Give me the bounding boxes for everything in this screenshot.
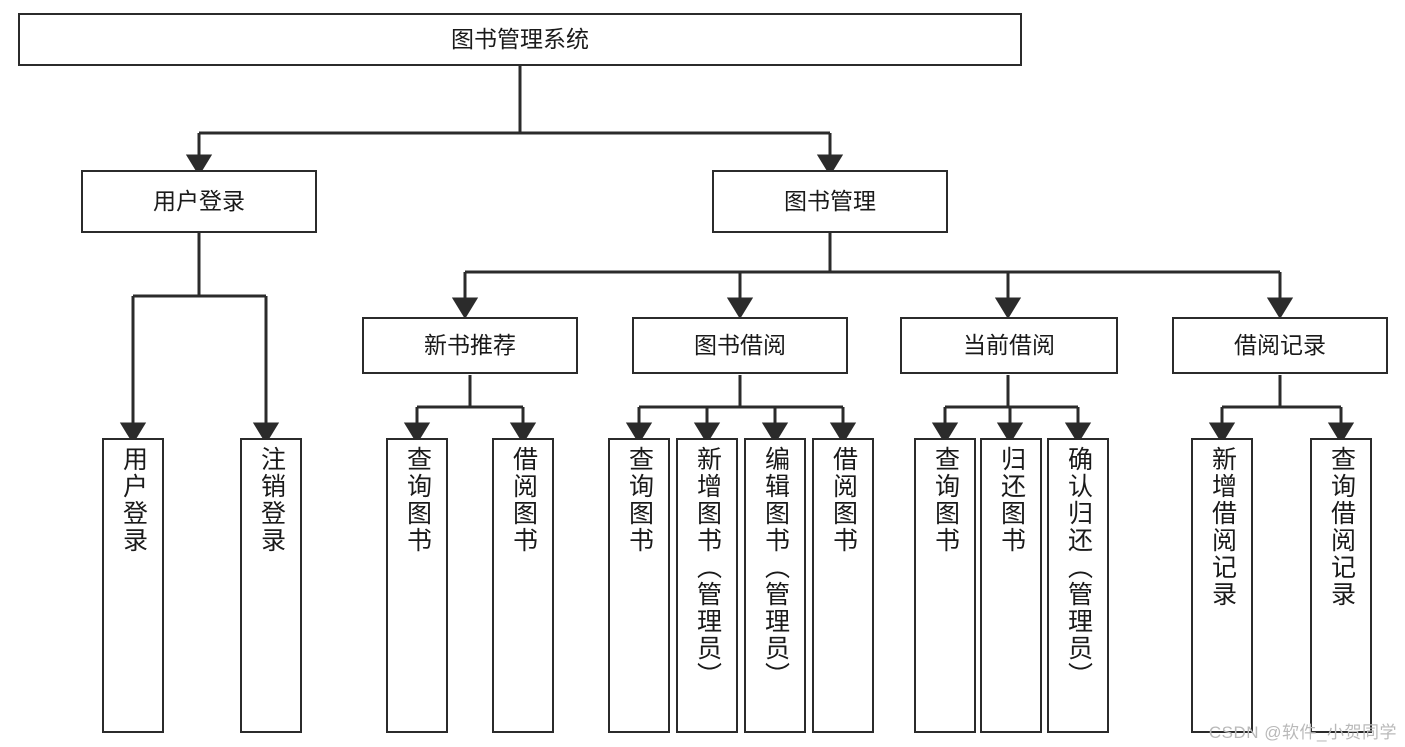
node-borrow-record[interactable]: 借阅记录 bbox=[1172, 317, 1388, 374]
node-user-login-label: 用户登录 bbox=[153, 187, 245, 214]
node-root-system-label: 图书管理系统 bbox=[451, 25, 589, 52]
node-leaf-current-confirm-return-label: 确认归还（管理员） bbox=[1064, 446, 1093, 689]
node-leaf-record-add-record[interactable]: 新增借阅记录 bbox=[1191, 438, 1253, 733]
node-leaf-borrow-borrow-book-label: 借阅图书 bbox=[829, 446, 858, 554]
node-leaf-record-query-record-label: 查询借阅记录 bbox=[1327, 446, 1356, 608]
node-current-borrow[interactable]: 当前借阅 bbox=[900, 317, 1118, 374]
node-leaf-current-confirm-return[interactable]: 确认归还（管理员） bbox=[1047, 438, 1109, 733]
node-book-manage-label: 图书管理 bbox=[784, 187, 876, 214]
node-leaf-borrow-add-book[interactable]: 新增图书（管理员） bbox=[676, 438, 738, 733]
node-leaf-record-add-record-label: 新增借阅记录 bbox=[1208, 446, 1237, 608]
node-leaf-user-login-login[interactable]: 用户登录 bbox=[102, 438, 164, 733]
node-leaf-current-return-book-label: 归还图书 bbox=[997, 446, 1026, 554]
csdn-watermark: CSDN @软件_小贺同学 bbox=[1208, 723, 1397, 742]
node-leaf-user-login-login-label: 用户登录 bbox=[119, 446, 148, 554]
node-leaf-record-query-record[interactable]: 查询借阅记录 bbox=[1310, 438, 1372, 733]
node-leaf-borrow-edit-book[interactable]: 编辑图书（管理员） bbox=[744, 438, 806, 733]
node-leaf-current-query-book-label: 查询图书 bbox=[931, 446, 960, 554]
node-leaf-user-login-logout-label: 注销登录 bbox=[257, 446, 286, 554]
node-new-book-recommend-label: 新书推荐 bbox=[424, 331, 516, 358]
node-current-borrow-label: 当前借阅 bbox=[963, 331, 1055, 358]
node-leaf-borrow-add-book-label: 新增图书（管理员） bbox=[693, 446, 722, 689]
node-leaf-recommend-borrow-book-label: 借阅图书 bbox=[509, 446, 538, 554]
node-leaf-user-login-logout[interactable]: 注销登录 bbox=[240, 438, 302, 733]
node-leaf-recommend-query-book-label: 查询图书 bbox=[403, 446, 432, 554]
node-leaf-recommend-borrow-book[interactable]: 借阅图书 bbox=[492, 438, 554, 733]
node-root-system[interactable]: 图书管理系统 bbox=[18, 13, 1022, 66]
node-leaf-current-return-book[interactable]: 归还图书 bbox=[980, 438, 1042, 733]
node-user-login[interactable]: 用户登录 bbox=[81, 170, 317, 233]
node-leaf-current-query-book[interactable]: 查询图书 bbox=[914, 438, 976, 733]
node-book-borrow-label: 图书借阅 bbox=[694, 331, 786, 358]
node-book-borrow[interactable]: 图书借阅 bbox=[632, 317, 848, 374]
node-new-book-recommend[interactable]: 新书推荐 bbox=[362, 317, 578, 374]
node-leaf-borrow-borrow-book[interactable]: 借阅图书 bbox=[812, 438, 874, 733]
node-borrow-record-label: 借阅记录 bbox=[1234, 331, 1326, 358]
node-book-manage[interactable]: 图书管理 bbox=[712, 170, 948, 233]
node-leaf-borrow-query-book[interactable]: 查询图书 bbox=[608, 438, 670, 733]
node-leaf-borrow-edit-book-label: 编辑图书（管理员） bbox=[761, 446, 790, 689]
node-leaf-borrow-query-book-label: 查询图书 bbox=[625, 446, 654, 554]
node-leaf-recommend-query-book[interactable]: 查询图书 bbox=[386, 438, 448, 733]
